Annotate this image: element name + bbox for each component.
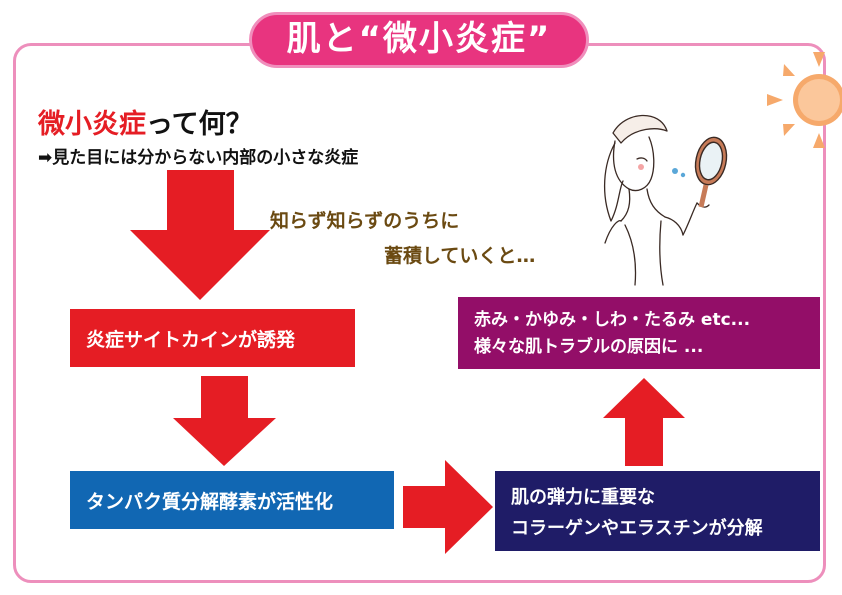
step-protease-box: タンパク質分解酵素が活性化 bbox=[70, 471, 394, 529]
arrow-right-icon bbox=[403, 460, 493, 554]
step-collagen-line-2: コラーゲンやエラスチンが分解 bbox=[511, 518, 763, 539]
step-skin-trouble-box: 赤み・かゆみ・しわ・たるみ etc... 様々な肌トラブルの原因に ... bbox=[458, 297, 820, 369]
note-line-2: 蓄積していくと… bbox=[384, 245, 536, 267]
page-title: 肌と“微小炎症” bbox=[249, 12, 589, 68]
heading-rest: って何？ bbox=[146, 109, 253, 140]
step-skin-trouble-line-2: 様々な肌トラブルの原因に ... bbox=[474, 337, 704, 357]
arrow-up-icon bbox=[603, 378, 685, 466]
heading-highlight: 微小炎症 bbox=[38, 109, 146, 140]
heading: 微小炎症って何？ bbox=[38, 102, 253, 141]
woman-illustration bbox=[603, 114, 728, 286]
step-cytokine-box: 炎症サイトカインが誘発 bbox=[70, 309, 355, 367]
arrow-down-icon bbox=[130, 170, 270, 300]
step-collagen-line-1: 肌の弾力に重要な bbox=[511, 487, 655, 508]
subheading: ➡見た目には分からない内部の小さな炎症 bbox=[38, 148, 359, 168]
step-collagen-box: 肌の弾力に重要な コラーゲンやエラスチンが分解 bbox=[495, 471, 820, 551]
note-line-1: 知らず知らずのうちに bbox=[270, 210, 460, 232]
sun-icon bbox=[767, 52, 842, 148]
step-skin-trouble-line-1: 赤み・かゆみ・しわ・たるみ etc... bbox=[474, 310, 751, 330]
arrow-down-icon bbox=[173, 376, 276, 466]
